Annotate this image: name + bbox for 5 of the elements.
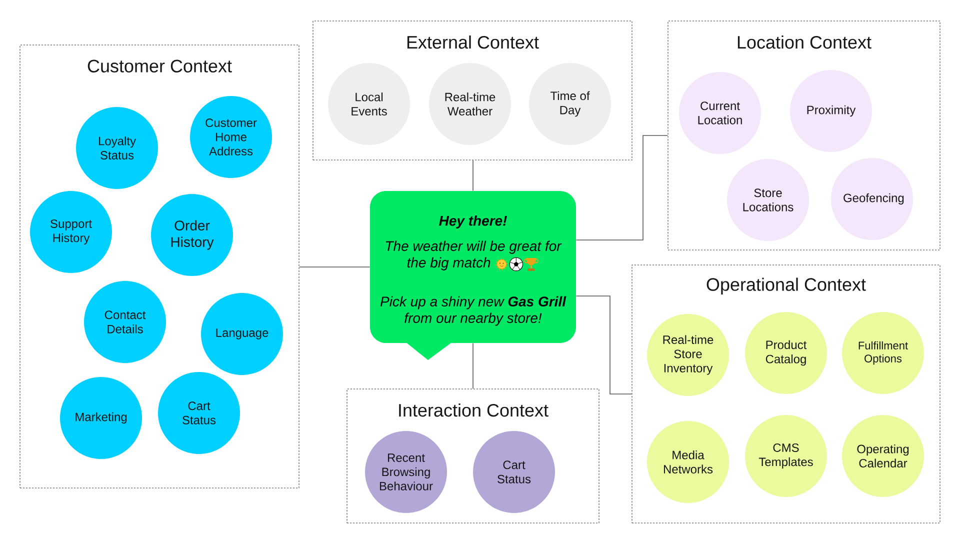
connector: [576, 135, 668, 240]
connector: [299, 266, 370, 268]
connector: [576, 296, 632, 394]
connector: [472, 160, 474, 192]
connector: [472, 342, 474, 389]
